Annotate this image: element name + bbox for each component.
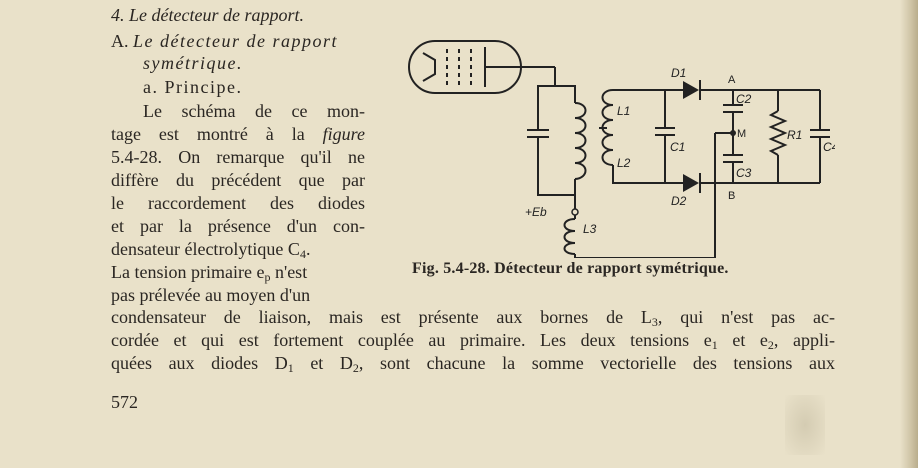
paper-smudge [785, 395, 825, 455]
column-line-4: diffère du précédent que par [111, 170, 365, 190]
column-line-5: le raccordement des diodes [111, 193, 365, 213]
full-line-2-b: , appli- [773, 330, 835, 350]
diode-d1-icon [683, 80, 701, 100]
subheading-title-2: symétrique. [143, 53, 243, 73]
full-line-1-b: , qui n'est pas ac- [657, 307, 835, 327]
primary-coil-icon [574, 102, 587, 180]
page-number: 572 [111, 392, 138, 412]
diode-d2-icon [683, 173, 701, 193]
full-line-2-sub1: 1 [711, 338, 718, 352]
coil-l3-icon [563, 215, 576, 255]
label-c3: C3 [736, 166, 752, 180]
heading-number: 4. [111, 5, 125, 25]
full-line-2: cordée et qui est fortement couplée au p… [111, 329, 835, 351]
subheading-letter: A. [111, 31, 129, 51]
heading: 4. Le détecteur de rapport. [111, 4, 304, 26]
full-line-1-a: condensateur de liaison, mais est présen… [111, 307, 652, 327]
label-l3: L3 [583, 222, 597, 236]
label-d2: D2 [671, 194, 687, 208]
section-a-title: a. Principe. [143, 77, 243, 97]
full-line-2-a: cordée et qui est fortement couplée au p… [111, 330, 712, 350]
full-line-3: quées aux diodes D1 et D2, sont chacune … [111, 352, 835, 374]
full-line-3-mid: et D [293, 353, 353, 373]
column-line-1: Le schéma de ce mon- [143, 101, 365, 121]
full-line-3-a: quées aux diodes D [111, 353, 288, 373]
column-line-8: La tension primaire ep n'est [111, 261, 307, 283]
resistor-r1-icon [768, 110, 788, 156]
column-line-7-sub: 4 [299, 247, 306, 261]
heading-title: Le détecteur de rapport. [129, 5, 304, 25]
column-line-8-sub: p [264, 270, 271, 284]
label-c1: C1 [670, 140, 685, 154]
full-line-3-sub1: 1 [287, 361, 294, 375]
subheading-title-1: Le détecteur de rapport [133, 31, 338, 51]
figure-word: figure [322, 124, 365, 144]
page-edge [900, 0, 918, 468]
figure-caption: Fig. 5.4-28. Détecteur de rapport symétr… [412, 260, 729, 277]
full-line-2-sub2: 2 [767, 338, 774, 352]
column-line-7: densateur électrolytique C4. [111, 238, 310, 260]
column-line-2: tage est montré à la figure [111, 123, 365, 145]
column-line-3: 5.4-28. On remarque qu'il ne [111, 147, 365, 167]
full-line-2-mid: et e [717, 330, 768, 350]
column-line-9: pas prélevée au moyen d'un [111, 285, 311, 305]
full-line-1-sub: 3 [651, 315, 658, 329]
vacuum-tube-icon [408, 40, 555, 94]
full-line-3-sub2: 2 [352, 361, 359, 375]
column-line-8-text: La tension primaire e [111, 262, 265, 282]
circuit-diagram: +Eb L3 L1 L2 C1 D1 A [408, 40, 835, 258]
label-d1: D1 [671, 66, 686, 80]
column-line-6: et par la présence d'un con- [111, 216, 365, 236]
label-l1: L1 [617, 104, 630, 118]
full-line-1: condensateur de liaison, mais est présen… [111, 306, 835, 328]
full-line-3-b: , sont chacune la somme vectorielle des … [358, 353, 835, 373]
label-l2: L2 [617, 156, 631, 170]
label-m: M [737, 128, 746, 140]
column-line-2-text: tage est montré à la [111, 124, 305, 144]
label-c2: C2 [736, 92, 752, 106]
label-r1: R1 [787, 128, 802, 142]
label-b: B [728, 190, 735, 202]
column-line-8-end: n'est [270, 262, 308, 282]
label-a: A [728, 74, 736, 86]
label-eb: +Eb [525, 205, 547, 219]
label-c4: C4 [823, 140, 835, 154]
subheading: A. Le détecteur de rapport [111, 30, 338, 52]
column-line-7-text: densateur électrolytique C [111, 239, 300, 259]
column-line-7-end: . [305, 239, 311, 259]
